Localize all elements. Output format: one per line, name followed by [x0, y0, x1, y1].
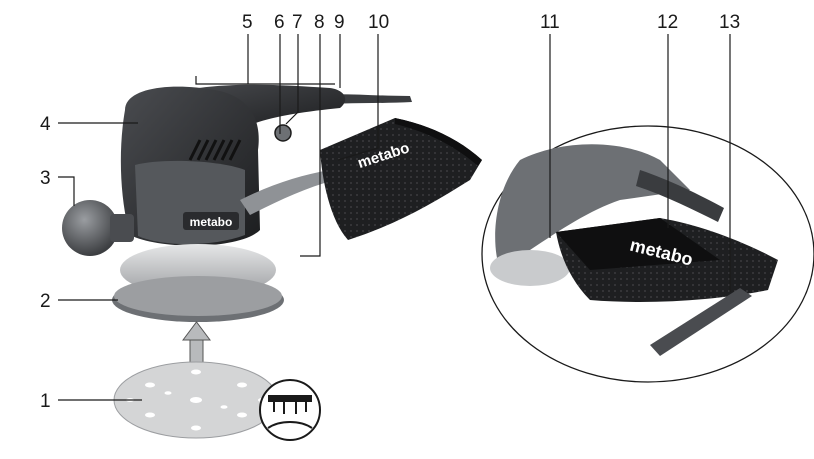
- body-logo: metabo: [190, 215, 233, 229]
- dust-extraction-icon: [259, 379, 321, 441]
- sanding-disc-group: [113, 321, 321, 441]
- air-vents: [188, 139, 242, 161]
- callout-13: 13: [719, 12, 740, 33]
- callout-7: 7: [292, 12, 303, 33]
- sander-illustration: metabo metabo: [62, 84, 482, 322]
- callout-4: 4: [40, 114, 51, 135]
- detail-view: metabo: [481, 125, 814, 383]
- callout-2: 2: [40, 291, 51, 312]
- detail-tube: [636, 170, 724, 222]
- callout-8: 8: [314, 12, 325, 33]
- leader-lines: [58, 34, 731, 401]
- knob-stem: [110, 214, 134, 242]
- dust-bag: [320, 118, 482, 240]
- extraction-tube: [240, 170, 335, 215]
- front-knob: [62, 200, 118, 256]
- sanding-pad-top: [114, 276, 282, 316]
- callout-11: 11: [540, 12, 560, 33]
- callout-12: 12: [657, 12, 678, 33]
- callout-10: 10: [368, 12, 389, 33]
- detail-pad: [490, 250, 570, 286]
- side-panel: [135, 160, 245, 245]
- detail-bag-flap: [556, 218, 720, 270]
- callout-5: 5: [242, 12, 253, 33]
- body-logo-plate: [183, 212, 239, 230]
- callout-6: 6: [274, 12, 285, 33]
- dust-bag-top: [395, 118, 482, 166]
- up-arrow-head: [182, 321, 211, 341]
- callout-9: 9: [334, 12, 345, 33]
- detail-latch-rod: [650, 288, 752, 356]
- callout-numbers: 1 2 3 4 5 6 7 8 9 10 11 12 13: [40, 12, 740, 412]
- disc-holes: [126, 369, 266, 431]
- callout-3: 3: [40, 168, 51, 189]
- speed-wheel: [274, 124, 292, 142]
- callout-1: 1: [40, 391, 51, 412]
